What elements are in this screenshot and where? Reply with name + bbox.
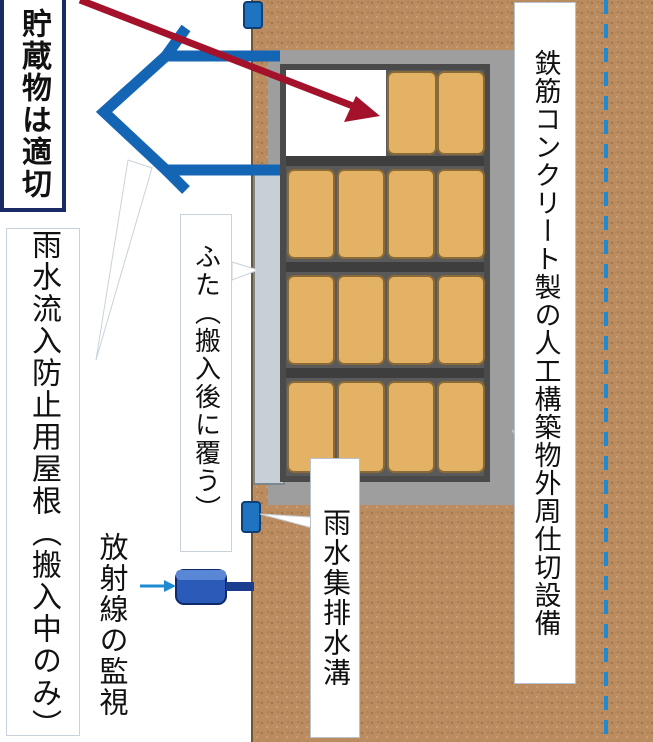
label-radiation-monitor-text: 放射線の監視 xyxy=(95,532,129,718)
radiation-monitor xyxy=(175,569,254,605)
label-roof-text: 雨水流入防止用屋根（搬入中のみ） xyxy=(26,229,61,741)
label-drain-text: 雨水集排水溝 xyxy=(319,508,352,688)
waste-bag-group-4 xyxy=(287,381,485,473)
label-structure: 鉄筋コンクリート製の人工構築物外周仕切設備 xyxy=(514,2,576,684)
concrete-structure xyxy=(280,64,490,482)
label-structure-text: 鉄筋コンクリート製の人工構築物外周仕切設備 xyxy=(529,49,561,637)
roof-shape xyxy=(95,50,280,176)
waste-bag-group-2 xyxy=(287,169,485,259)
label-roof: 雨水流入防止用屋根（搬入中のみ） xyxy=(6,228,80,741)
waste-bag-group-3 xyxy=(287,275,485,365)
drain-channel-bottom xyxy=(241,501,261,533)
drain-channel-top xyxy=(243,1,263,29)
label-lid: ふた（搬入後に覆う） xyxy=(180,214,232,552)
label-waste-suitable-text: 貯蔵物は適切 xyxy=(16,8,51,200)
lid-slab xyxy=(253,171,285,485)
label-lid-text: ふた（搬入後に覆う） xyxy=(190,243,221,523)
label-radiation-monitor: 放射線の監視 xyxy=(88,510,136,740)
waste-bag-group-top xyxy=(387,71,485,155)
pointer-arrow xyxy=(78,0,360,112)
label-drain: 雨水集排水溝 xyxy=(310,458,360,738)
label-waste-suitable: 貯蔵物は適切 xyxy=(0,0,66,212)
